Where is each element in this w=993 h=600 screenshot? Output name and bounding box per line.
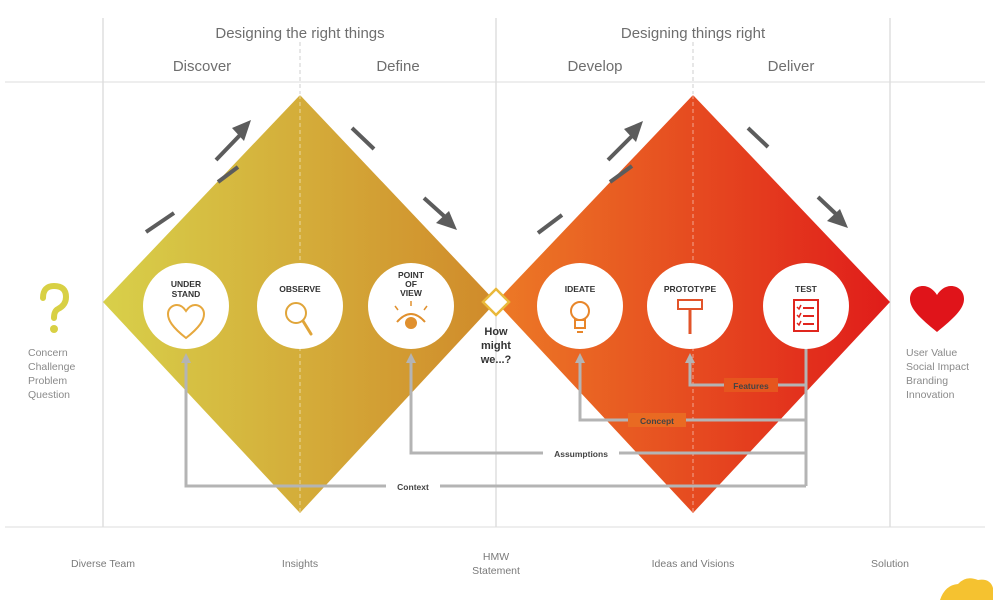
heart-icon [910, 286, 964, 332]
left-side-line-2: Challenge [28, 361, 75, 373]
step-point-of-view: POINT OF VIEW [368, 263, 454, 349]
right-converging-arrowhead [827, 209, 848, 228]
right-side-line-1: User Value [906, 347, 957, 359]
concept-label: Concept [640, 416, 674, 426]
hmw-diamond [481, 287, 511, 317]
right-side-line-3: Branding [906, 375, 948, 387]
bottom-ideas-visions: Ideas and Visions [652, 558, 735, 570]
bottom-insights: Insights [282, 558, 318, 570]
phase-define: Define [376, 58, 419, 75]
prototype-label: PROTOTYPE [664, 284, 717, 294]
right-side-line-2: Social Impact [906, 361, 969, 373]
left-side-line-1: Concern [28, 347, 68, 359]
step-prototype: PROTOTYPE [647, 263, 733, 349]
bottom-hmw-line-2: Statement [472, 565, 520, 577]
bottom-solution: Solution [871, 558, 909, 570]
step-ideate: IDEATE [537, 263, 623, 349]
ideate-label: IDEATE [565, 284, 596, 294]
pov-label-3: VIEW [400, 288, 423, 298]
hammer-icon [677, 299, 703, 334]
feedback-lines [181, 345, 808, 488]
features-label-bg [724, 378, 778, 392]
phase-deliver: Deliver [768, 58, 815, 75]
step-observe: OBSERVE [257, 263, 343, 349]
left-diverging-arrowhead [232, 120, 251, 141]
right-phase-title: Designing things right [621, 25, 766, 42]
step-test: TEST [763, 263, 849, 349]
pov-label-2: OF [405, 279, 417, 289]
hmw-line-3: we...? [480, 354, 512, 366]
observe-label: OBSERVE [279, 284, 321, 294]
left-side-line-3: Problem [28, 375, 67, 387]
right-converging-arrow [746, 126, 848, 228]
phase-discover: Discover [173, 58, 231, 75]
lightbulb-icon [570, 301, 590, 333]
hmw-line-1: How [484, 326, 508, 338]
step-understand: UNDER STAND [143, 263, 229, 349]
hmw-line-2: might [481, 340, 511, 352]
left-diverging-arrow [144, 120, 251, 234]
right-side-line-4: Innovation [906, 389, 955, 401]
right-diverging-arrowhead [624, 121, 643, 142]
left-converging-arrow [350, 126, 457, 230]
right-diverging-arrow [536, 121, 643, 235]
phase-develop: Develop [567, 58, 622, 75]
checklist-icon [793, 299, 819, 332]
test-label: TEST [795, 284, 818, 294]
assumptions-label-bg [543, 446, 619, 460]
bottom-hmw-line-1: HMW [483, 551, 509, 563]
frame-lines [5, 18, 985, 528]
context-label-bg [386, 479, 440, 493]
left-phase-title: Designing the right things [215, 25, 384, 42]
question-mark-icon [40, 282, 70, 333]
magnifier-icon [285, 302, 313, 336]
features-label: Features [733, 381, 769, 391]
concept-label-bg [628, 413, 686, 427]
understand-label-1: UNDER [171, 279, 201, 289]
left-converging-arrowhead [436, 211, 457, 230]
pov-label-1: POINT [398, 270, 425, 280]
eye-icon [394, 301, 428, 329]
left-side-line-4: Question [28, 389, 70, 401]
heart-outline-icon [166, 303, 206, 340]
context-label: Context [397, 482, 429, 492]
corner-decoration [940, 578, 993, 600]
understand-label-2: STAND [172, 289, 201, 299]
assumptions-label: Assumptions [554, 449, 608, 459]
bottom-diverse-team: Diverse Team [71, 558, 135, 570]
